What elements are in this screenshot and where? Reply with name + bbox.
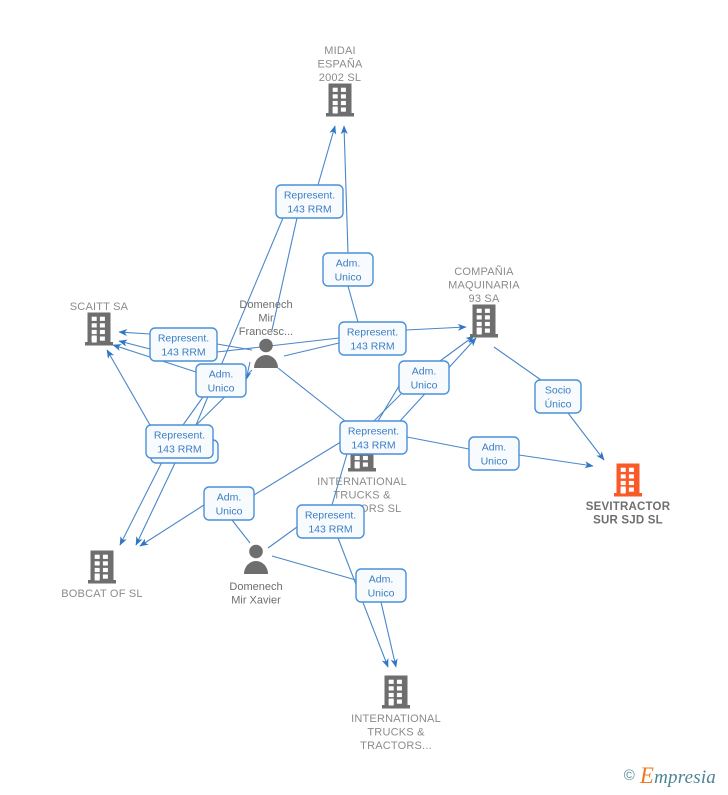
relation-box-frame	[339, 420, 408, 455]
edge-r6-to-compania	[439, 335, 475, 362]
brand-logo: Empresia	[640, 764, 716, 787]
relation-box-frame	[322, 252, 374, 287]
building-icon	[88, 550, 116, 584]
edge-r7-to-sevitractor	[567, 412, 605, 461]
node-sevitractor[interactable]	[614, 463, 642, 497]
edge-francesc-to-r10	[277, 367, 346, 422]
relation-box-frame	[275, 184, 344, 219]
relation-box-frame	[296, 504, 365, 539]
node-midai[interactable]	[326, 83, 354, 117]
edge-r5-to-compania	[405, 323, 467, 331]
relation-box-frame	[145, 424, 214, 459]
relation-box-frame	[534, 379, 582, 414]
node-label-scaitt: SCAITT SA	[70, 301, 129, 313]
relation-box-label: Represent.143 RRM	[154, 430, 205, 456]
edge-r10-to-r11	[406, 436, 470, 450]
relation-box-label: Adm.Unico	[368, 574, 395, 600]
edge-r14-to-intl_bottom	[380, 601, 398, 668]
edge-r9-to-bobcat	[119, 457, 165, 546]
brand-initial: E	[639, 763, 655, 788]
relation-box-frame	[203, 486, 255, 521]
edge-compania-to-r7	[493, 346, 542, 381]
node-label-bobcat: BOBCAT OF SL	[61, 588, 142, 600]
relation-box-r1[interactable]: Represent.143 RRM	[275, 184, 344, 219]
relation-box-label: Represent.143 RRM	[348, 426, 399, 452]
relation-box-label: Adm.Unico	[411, 366, 438, 392]
edge-r8-to-bobcat	[135, 462, 176, 546]
edge-xavier-to-r14	[271, 555, 357, 581]
relation-box-r11[interactable]: Adm.Unico	[468, 436, 520, 471]
edge-xavier-to-r13	[267, 526, 298, 549]
node-compania[interactable]	[470, 304, 498, 338]
relation-box-r6[interactable]: Adm.Unico	[398, 360, 450, 395]
node-bobcat[interactable]	[88, 550, 116, 584]
relation-box-label: Represent.143 RRM	[158, 333, 209, 359]
person-icon	[254, 338, 278, 368]
relation-box-r12[interactable]: Adm.Unico	[203, 486, 255, 521]
edge-r6-to-r10	[377, 385, 400, 422]
node-francesc[interactable]	[254, 338, 278, 368]
relation-box-r14[interactable]: Adm.Unico	[355, 568, 407, 603]
relation-box-frame	[338, 321, 407, 356]
relation-box-frame	[355, 568, 407, 603]
edge-r5-to-r3	[216, 337, 340, 353]
node-intl_bottom[interactable]	[382, 675, 410, 709]
relation-box-label: Represent.143 RRM	[305, 510, 356, 536]
person-icon	[244, 544, 268, 574]
building-icon	[326, 83, 354, 117]
brand-name: mpresia	[654, 767, 716, 788]
edge-r1-to-midai	[317, 125, 337, 186]
relation-box-frame	[149, 327, 218, 362]
edge-r2-to-r5	[347, 285, 359, 323]
relation-box-label: Adm.Unico	[208, 369, 235, 395]
edge-r10-to-r13	[331, 453, 348, 506]
building-icon	[85, 312, 113, 346]
edge-francesc-to-r5	[283, 342, 340, 357]
edge-francesc-to-r1	[271, 217, 298, 331]
node-xavier[interactable]	[244, 544, 268, 574]
relation-box-label: Represent.143 RRM	[347, 327, 398, 353]
relation-box-frame	[468, 436, 520, 471]
edge-r3-to-scaitt	[118, 339, 151, 350]
node-scaitt[interactable]	[85, 312, 113, 346]
edge-r9-to-scaitt	[106, 349, 151, 426]
relation-box-r2[interactable]: Adm.Unico	[322, 252, 374, 287]
edge-r4-to-r9	[182, 396, 204, 426]
relation-box-label: Adm.Unico	[481, 442, 508, 468]
edge-r3-to-scaitt	[118, 329, 151, 337]
relation-box-r10[interactable]: Represent.143 RRM	[339, 420, 408, 455]
edge-r11-to-sevitractor	[518, 454, 594, 469]
relation-box-label: Adm.Unico	[335, 258, 362, 284]
building-icon	[614, 463, 642, 497]
building-icon	[470, 304, 498, 338]
relation-box-label: Adm.Unico	[216, 492, 243, 518]
relation-box-frame	[398, 360, 450, 395]
footer-branding: © Empresia	[624, 764, 716, 787]
relation-box-frame	[195, 363, 247, 398]
edge-r12-to-bobcat	[139, 504, 205, 547]
edge-r12-to-intl_center	[253, 439, 345, 496]
edge-r2-to-midai	[340, 125, 349, 254]
relation-box-r9[interactable]: Represent.143 RRM	[145, 424, 214, 459]
relation-box-r3[interactable]: Represent.143 RRM	[149, 327, 218, 362]
edge-xavier-to-r12	[231, 519, 251, 544]
relation-box-r13[interactable]: Represent.143 RRM	[296, 504, 365, 539]
building-icon	[382, 675, 410, 709]
relation-box-r5[interactable]: Represent.143 RRM	[338, 321, 407, 356]
copyright-icon: ©	[623, 767, 635, 784]
relation-boxes-layer: Represent.143 RRMAdm.UnicoRepresent.143 …	[145, 184, 582, 603]
relation-box-r4[interactable]: Adm.Unico	[195, 363, 247, 398]
relation-box-label: Represent.143 RRM	[284, 190, 335, 216]
